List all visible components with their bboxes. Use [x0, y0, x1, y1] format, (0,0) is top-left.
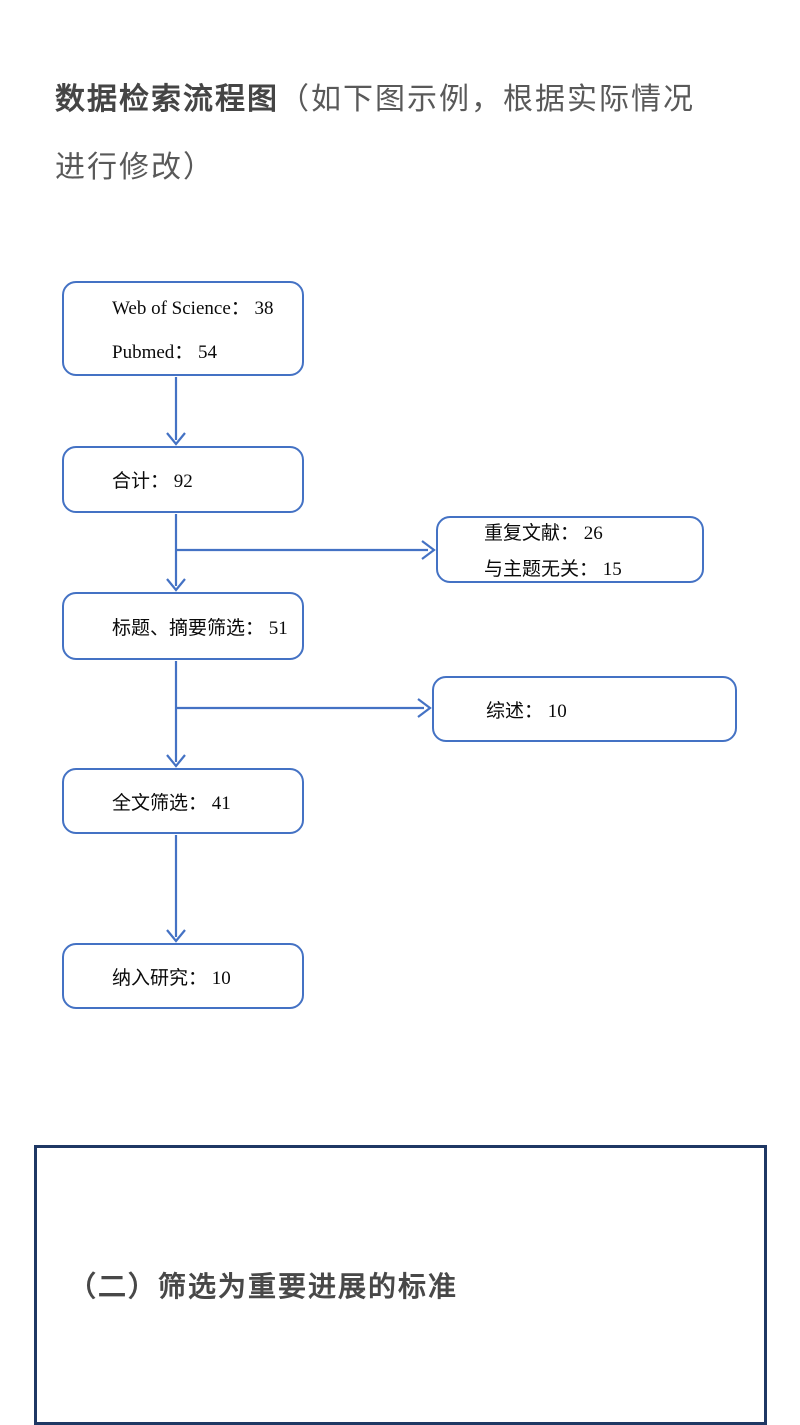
- arrowhead-screening-to-fulltext: [166, 754, 186, 768]
- flow-node-sources-line2: Pubmed： 54: [112, 342, 218, 363]
- page-title-bold: 数据检索流程图: [55, 83, 279, 116]
- document-page: 数据检索流程图（如下图示例，根据实际情况 进行修改） Web of Sc: [34, 66, 767, 1425]
- flow-node-fulltext-label: 全文筛选： 41: [112, 792, 231, 814]
- arrowhead-total-to-screening: [166, 578, 186, 592]
- section-criteria-heading: （二）筛选为重要进展的标准: [68, 1271, 459, 1302]
- flow-node-excluded-duplicates-line1: 重复文献： 26: [484, 523, 603, 544]
- flow-node-included-studies: 纳入研究： 10: [62, 943, 304, 1009]
- flow-node-total: 合计： 92: [62, 446, 304, 513]
- section-criteria-box: （二）筛选为重要进展的标准: [34, 1145, 767, 1425]
- flow-node-title-abstract-label: 标题、摘要筛选： 51: [112, 617, 288, 639]
- flow-node-excluded-duplicates-line2: 与主题无关： 15: [484, 559, 622, 580]
- page-title: 数据检索流程图（如下图示例，根据实际情况 进行修改）: [55, 66, 755, 202]
- page-title-note-line2: 进行修改）: [55, 151, 215, 184]
- page-title-note-line1: （如下图示例，根据实际情况: [279, 83, 695, 116]
- flow-node-sources-line1: Web of Science： 38: [112, 298, 274, 319]
- arrowhead-sources-to-total: [166, 432, 186, 446]
- arrowhead-branch-duplicates: [421, 540, 436, 560]
- flow-node-sources: Web of Science： 38 Pubmed： 54: [62, 281, 304, 376]
- flow-node-excluded-reviews-label: 综述： 10: [486, 700, 567, 722]
- flow-node-total-label: 合计： 92: [112, 471, 193, 492]
- flow-node-excluded-reviews: 综述： 10: [432, 676, 737, 742]
- flow-node-fulltext-screening: 全文筛选： 41: [62, 768, 304, 834]
- flow-node-title-abstract-screening: 标题、摘要筛选： 51: [62, 592, 304, 660]
- flow-node-included-label: 纳入研究： 10: [112, 967, 231, 989]
- arrowhead-branch-reviews: [417, 698, 432, 718]
- flow-node-excluded-duplicates: 重复文献： 26 与主题无关： 15: [436, 516, 704, 583]
- arrowhead-fulltext-to-included: [166, 929, 186, 943]
